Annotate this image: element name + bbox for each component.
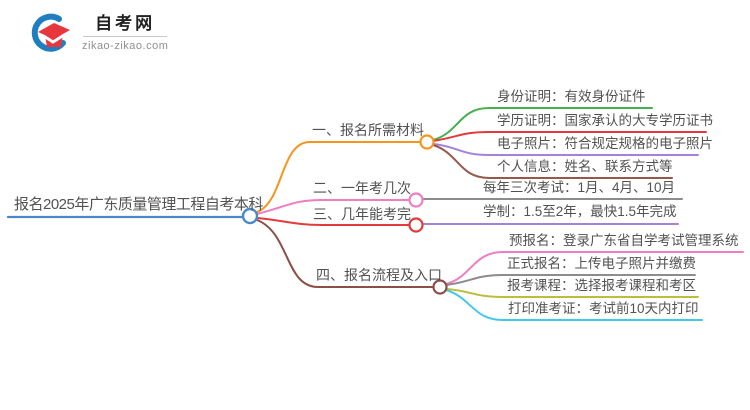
leaf-choose-courses-label[interactable]: 报考课程：选择报考课程和考区: [507, 278, 696, 293]
leaf-formal-register-label[interactable]: 正式报名：上传电子照片并缴费: [507, 256, 696, 271]
connector-branch4: [256, 219, 434, 288]
connector-leaf-ticket: [445, 289, 703, 321]
connector-group: [6, 107, 744, 321]
leaf-id-proof-label[interactable]: 身份证明：有效身份证件: [497, 89, 646, 104]
connector-branch1: [256, 141, 421, 213]
branch2-node-circle[interactable]: [408, 192, 424, 208]
connector-leaf-id: [432, 107, 653, 141]
branch2-label[interactable]: 二、一年考几次: [313, 180, 411, 196]
logo-domain-url: zikao-zikao.com: [82, 40, 169, 53]
connector-leaf-photo: [433, 143, 699, 156]
root-node-circle[interactable]: [241, 207, 259, 225]
logo-text-block: 自考网 zikao-zikao.com: [82, 14, 168, 52]
branch3-label[interactable]: 三、几年能考完: [313, 206, 411, 222]
connector-leaf-courses: [446, 288, 699, 298]
leaf-photo-label[interactable]: 电子照片：符合规定规格的电子照片: [497, 136, 713, 151]
leaf-diploma-proof-label[interactable]: 学历证明：国家承认的大专学历证书: [497, 113, 713, 128]
connector-leaf-diploma: [432, 131, 707, 142]
graduation-cap-icon: [31, 13, 70, 52]
root-node-label[interactable]: 报名2025年广东质量管理工程自考本科: [14, 196, 263, 213]
logo-divider: [83, 36, 168, 38]
connector-branch3: [256, 217, 410, 226]
branch3-node-circle[interactable]: [408, 217, 424, 233]
branch4-node-circle[interactable]: [432, 279, 448, 295]
connector-leaf-register: [445, 274, 696, 286]
connector-branch2: [256, 199, 410, 215]
leaf-print-ticket-label[interactable]: 打印准考证：考试前10天内打印: [508, 301, 699, 316]
branch1-label[interactable]: 一、报名所需材料: [312, 122, 424, 138]
leaf-duration-label[interactable]: 学制：1.5至2年，最快1.5年完成: [483, 204, 677, 219]
leaf-exam-times-label[interactable]: 每年三次考试：1月、4月、10月: [483, 180, 676, 195]
branch1-node-circle[interactable]: [419, 134, 435, 150]
logo-site-name: 自考网: [95, 13, 156, 33]
connector-leaf-info: [432, 144, 673, 179]
site-logo[interactable]: 自考网 zikao-zikao.com: [26, 10, 168, 56]
branch4-label[interactable]: 四、报名流程及入口: [316, 267, 442, 283]
connector-leaf-preregister: [445, 251, 744, 285]
leaf-personal-info-label[interactable]: 个人信息：姓名、联系方式等: [497, 159, 673, 174]
leaf-preregister-label[interactable]: 预报名：登录广东省自学考试管理系统: [509, 233, 739, 248]
